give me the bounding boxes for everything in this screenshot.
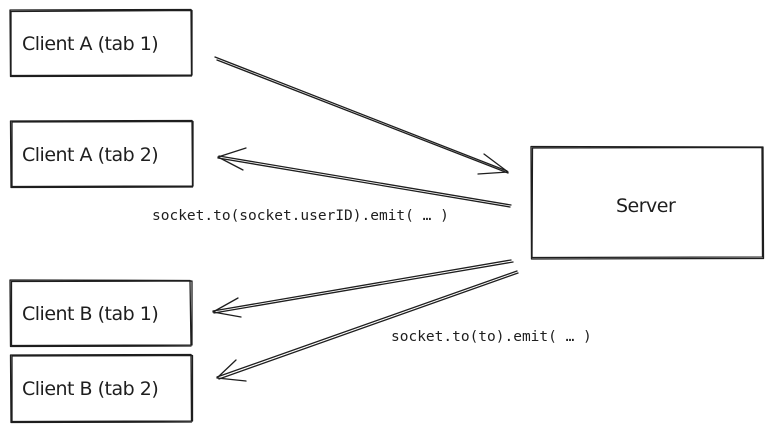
node-client-a-tab2-box [9,119,194,189]
node-client-a-tab1: Client A (tab 1) [9,8,193,78]
edge-server-to-a2-arrow [217,147,512,208]
node-client-b-tab2-label: Client B (tab 2) [22,378,158,400]
node-client-a-tab1-box [9,8,193,78]
edge-server-to-b1-label: socket.to(to).emit( … ) [391,329,592,345]
node-client-a-tab2-label: Client A (tab 2) [22,144,158,166]
edge-server-to-b2-arrow [216,270,519,382]
node-client-a-tab1-label: Client A (tab 1) [22,33,158,55]
node-server-box [530,145,765,260]
edge-a1-to-server-arrow [214,56,509,175]
edge-server-to-a2-label: socket.to(socket.userID).emit( … ) [152,208,449,224]
node-server-label: Server [616,195,676,217]
node-client-a-tab2: Client A (tab 2) [9,119,194,189]
node-client-b-tab2: Client B (tab 2) [9,353,194,424]
node-client-b-tab1-label: Client B (tab 1) [22,303,158,325]
node-client-b-tab1-box [9,279,193,348]
edge-server-to-b1-arrow [212,259,514,318]
node-server: Server [530,145,765,260]
node-client-b-tab2-box [9,353,194,424]
node-client-b-tab1: Client B (tab 1) [9,279,193,348]
